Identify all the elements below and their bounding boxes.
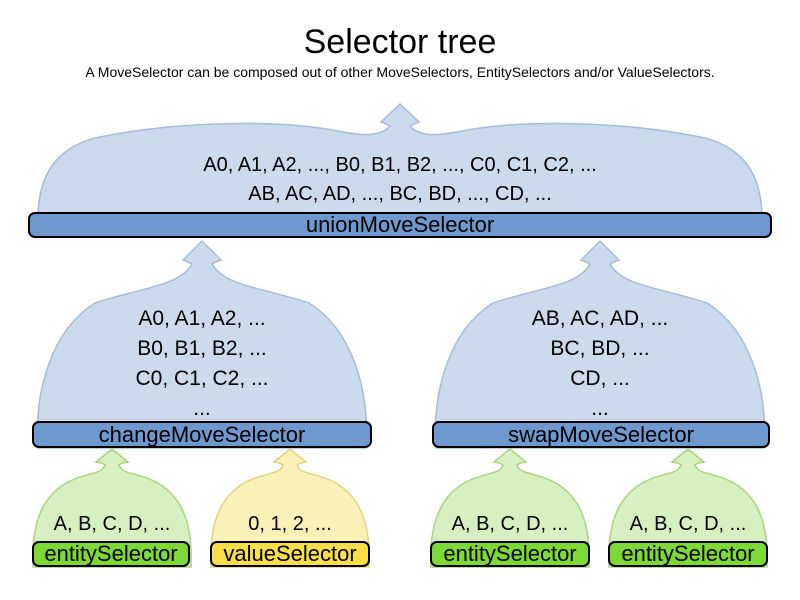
entity-cloud-arrow-shape-1 xyxy=(32,448,192,568)
change-move-selector-bar: changeMoveSelector xyxy=(32,421,372,448)
cloud-text-line: CD, ... xyxy=(570,367,630,390)
cloud-text-line: B0, B1, B2, ... xyxy=(137,337,267,360)
cloud-text-line: A, B, C, D, ... xyxy=(629,513,747,535)
cloud-text-line: BC, BD, ... xyxy=(550,337,650,360)
union-move-selector-bar: unionMoveSelector xyxy=(28,212,772,238)
cloud-text-line: ... xyxy=(591,397,609,420)
cloud-text-line: A0, A1, A2, ... xyxy=(138,307,266,330)
entity-output-text-1: A, B, C, D, ... xyxy=(32,513,192,535)
swap-move-selector-bar: swapMoveSelector xyxy=(432,421,770,448)
value-cloud-arrow-shape xyxy=(210,448,370,568)
entity-cloud-arrow-shape-2 xyxy=(430,448,590,568)
cloud-text-line: ... xyxy=(193,397,211,420)
value-output-text: 0, 1, 2, ... xyxy=(210,513,370,535)
change-cloud-arrow-shape xyxy=(36,239,368,449)
swap-output-text: AB, AC, AD, ... BC, BD, ... CD, ... ... xyxy=(450,304,750,424)
cloud-text-line: A0, A1, A2, ..., B0, B1, B2, ..., C0, C1… xyxy=(203,154,597,176)
entity-output-text-2: A, B, C, D, ... xyxy=(430,513,590,535)
union-cloud-arrow-shape xyxy=(37,102,763,214)
cloud-text-line: AB, AC, AD, ..., BC, BD, ..., CD, ... xyxy=(248,183,552,205)
entity-output-text-3: A, B, C, D, ... xyxy=(608,513,768,535)
page-title: Selector tree xyxy=(303,23,497,61)
cloud-text-line: A, B, C, D, ... xyxy=(53,513,171,535)
cloud-text-line: AB, AC, AD, ... xyxy=(531,307,669,330)
entity-selector-bar-2: entitySelector xyxy=(430,541,590,567)
entity-selector-bar-1: entitySelector xyxy=(32,541,190,567)
union-output-text: A0, A1, A2, ..., B0, B1, B2, ..., C0, C1… xyxy=(100,151,700,209)
cloud-text-line: C0, C1, C2, ... xyxy=(135,367,269,390)
value-selector-bar: valueSelector xyxy=(210,541,370,567)
entity-cloud-arrow-shape-3 xyxy=(608,448,768,568)
swap-cloud-arrow-shape xyxy=(434,239,766,449)
cloud-text-line: 0, 1, 2, ... xyxy=(248,513,332,535)
change-output-text: A0, A1, A2, ... B0, B1, B2, ... C0, C1, … xyxy=(52,304,352,424)
page-subtitle: A MoveSelector can be composed out of ot… xyxy=(85,64,715,80)
cloud-text-line: A, B, C, D, ... xyxy=(451,513,569,535)
entity-selector-bar-3: entitySelector xyxy=(608,541,768,567)
